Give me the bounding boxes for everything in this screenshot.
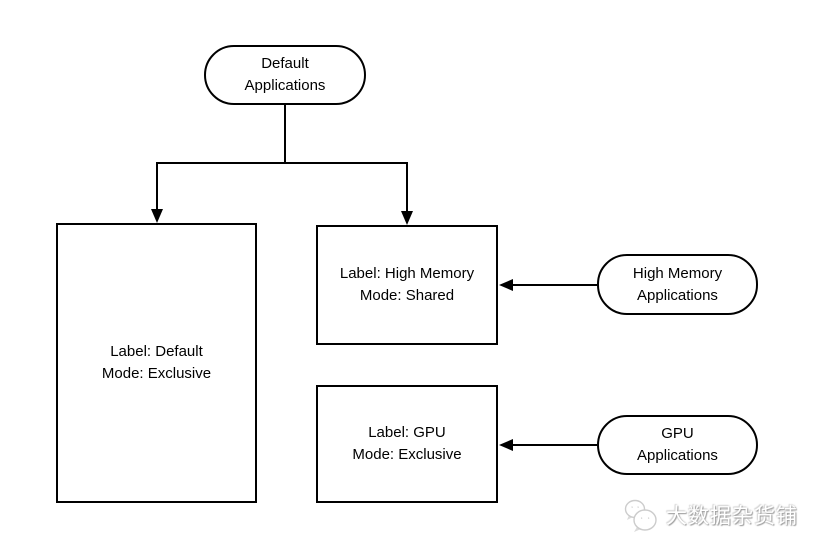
node-default-queue: Label: Default Mode: Exclusive xyxy=(56,223,257,503)
arrowhead-high-memory-queue xyxy=(401,211,413,225)
node-gpu-queue: Label: GPU Mode: Exclusive xyxy=(316,385,498,503)
watermark-text: 大数据杂货铺 xyxy=(666,505,798,528)
arrowhead-gpu-apps xyxy=(499,439,513,451)
node-default-applications: Default Applications xyxy=(204,45,366,105)
node-high-memory-applications: High Memory Applications xyxy=(597,254,758,315)
arrowhead-default-queue xyxy=(151,209,163,223)
arrowhead-high-memory-apps xyxy=(499,279,513,291)
watermark: 大数据杂货铺 xyxy=(623,495,798,535)
wechat-chat-bubbles-icon xyxy=(624,499,657,532)
node-gpu-applications: GPU Applications xyxy=(597,415,758,475)
node-high-memory-queue: Label: High Memory Mode: Shared xyxy=(316,225,498,345)
